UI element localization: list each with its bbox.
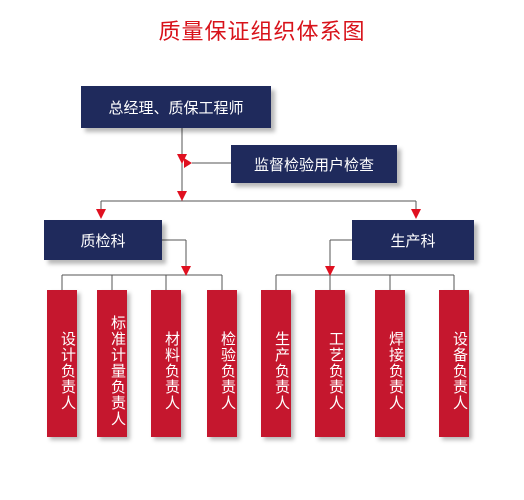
monitor-box: 监督检验用户检查 — [231, 145, 397, 183]
top-management-box: 总经理、质保工程师 — [81, 86, 271, 128]
chart-title: 质量保证组织体系图 — [158, 20, 366, 45]
role-box: 标准计量负责人 — [97, 290, 127, 437]
quality-dept-box: 质检科 — [44, 220, 162, 260]
role-box: 设计负责人 — [47, 290, 77, 437]
role-box: 设备负责人 — [439, 290, 469, 437]
role-box: 材料负责人 — [151, 290, 181, 437]
role-box: 生产负责人 — [261, 290, 291, 437]
role-box: 工艺负责人 — [315, 290, 345, 437]
production-dept-box: 生产科 — [352, 220, 474, 260]
role-box: 焊接负责人 — [375, 290, 405, 437]
role-box: 检验负责人 — [207, 290, 237, 437]
